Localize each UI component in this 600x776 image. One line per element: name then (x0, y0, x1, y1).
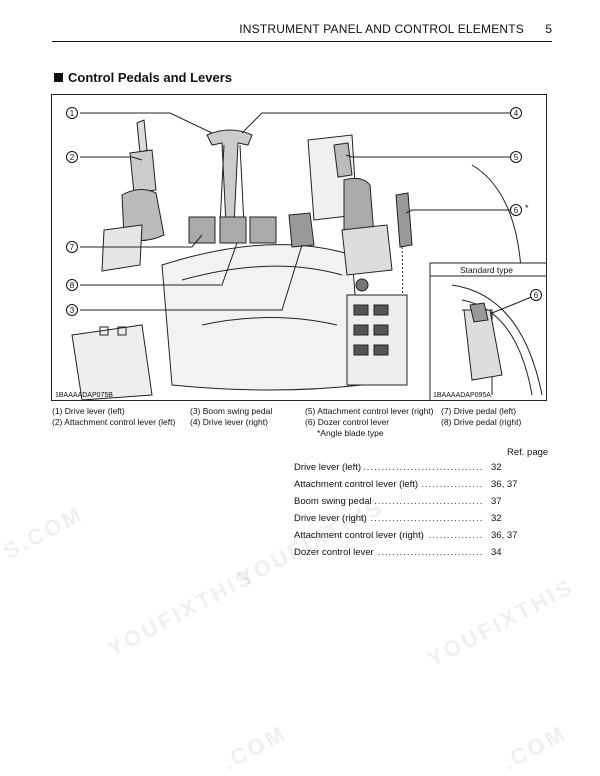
header-title: INSTRUMENT PANEL AND CONTROL ELEMENTS (239, 22, 524, 36)
legend-item: (3) Boom swing pedal (190, 406, 273, 416)
legend-column-4: (7) Drive pedal (left) (8) Drive pedal (… (441, 406, 521, 428)
leader-dots: ........................................… (294, 513, 484, 524)
table-row: ........................................… (294, 513, 554, 527)
legend-column-1: (1) Drive lever (left) (2) Attachment co… (52, 406, 175, 428)
ref-page: 34 (491, 547, 502, 558)
callout-1: 1 (66, 107, 78, 119)
callout-6: 6 (510, 204, 522, 216)
watermark: .COM (217, 720, 292, 775)
page-number: 5 (545, 22, 552, 36)
ref-label: Drive lever (left) (294, 462, 365, 473)
leader-dots: ........................................… (294, 462, 484, 473)
inset-title: Standard type (460, 265, 513, 275)
leader-dots: ........................................… (294, 547, 484, 558)
ref-page-heading: Ref. page (507, 447, 549, 458)
ref-page: 37 (491, 496, 502, 507)
callout-2: 2 (66, 151, 78, 163)
watermark: S.COM (0, 501, 88, 565)
inset-figure-code: 1BAAAADAP095A (433, 392, 491, 399)
ref-page: 36, 37 (491, 530, 518, 541)
header-rule (52, 41, 552, 42)
callout-3: 3 (66, 304, 78, 316)
section-title: Control Pedals and Levers (68, 70, 232, 85)
callout-5: 5 (510, 151, 522, 163)
main-figure-code: 1BAAAADAP075B (55, 392, 113, 399)
legend-note: *Angle blade type (317, 428, 384, 438)
inset-callout-6: 6 (530, 289, 542, 301)
table-row: ........................................… (294, 479, 554, 493)
ref-page: 36, 37 (491, 479, 518, 490)
legend-item: (7) Drive pedal (left) (441, 406, 517, 416)
legend-column-3: (5) Attachment control lever (right) (6)… (305, 406, 434, 439)
square-bullet-icon (54, 73, 63, 82)
table-row: ........................................… (294, 547, 554, 561)
ref-label: Attachment control lever (left) (294, 479, 422, 490)
section-heading: Control Pedals and Levers (54, 70, 232, 85)
watermark: YOUFIXTHIS (423, 573, 579, 672)
ref-label: Drive lever (right) (294, 513, 370, 524)
table-row: ........................................… (294, 496, 554, 510)
control-diagram: 1 2 3 4 5 6 * 7 8 Standard type 6 1BAAAA… (51, 94, 547, 401)
legend-item: (1) Drive lever (left) (52, 406, 125, 416)
legend-item: (2) Attachment control lever (left) (52, 417, 176, 427)
ref-page: 32 (491, 462, 502, 473)
legend-column-2: (3) Boom swing pedal (4) Drive lever (ri… (190, 406, 272, 428)
table-row: ........................................… (294, 530, 554, 544)
legend-item: (6) Dozer control lever (305, 417, 390, 427)
table-row: ........................................… (294, 462, 554, 476)
ref-page: 32 (491, 513, 502, 524)
leader-dots: ........................................… (294, 496, 484, 507)
callout-8: 8 (66, 279, 78, 291)
legend-item: (4) Drive lever (right) (190, 417, 268, 427)
ref-label: Dozer control lever (294, 547, 377, 558)
callout-7: 7 (66, 241, 78, 253)
legend-item: (8) Drive pedal (right) (441, 417, 522, 427)
ref-label: Boom swing pedal (294, 496, 375, 507)
callout-4: 4 (510, 107, 522, 119)
angle-blade-star: * (525, 203, 529, 213)
control-diagram-drawing (71, 112, 546, 400)
watermark: .COM (497, 720, 572, 775)
legend-item: (5) Attachment control lever (right) (305, 406, 434, 416)
watermark: YOUFIXTHIS (103, 563, 259, 662)
ref-label: Attachment control lever (right) (294, 530, 427, 541)
